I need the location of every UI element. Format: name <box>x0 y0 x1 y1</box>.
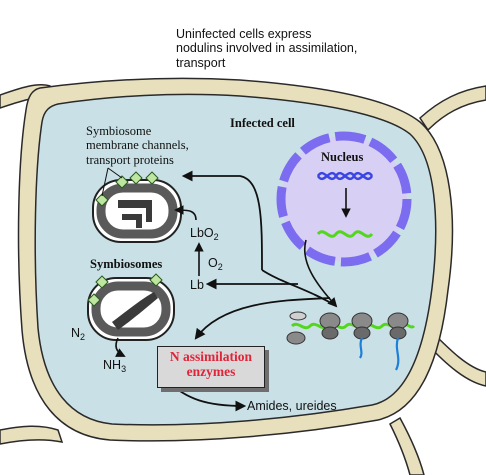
n2-label: N2 <box>71 326 86 342</box>
symbiosome-upper <box>92 171 182 243</box>
infected-cell-label: Infected cell <box>230 116 295 130</box>
uninfected-note-line-2: nodulins involved in assimilation, <box>176 41 358 56</box>
o2-subscript: 2 <box>217 262 223 272</box>
nascent-peptide-2 <box>394 337 400 371</box>
enzymes-line-2: enzymes <box>186 363 236 379</box>
nucleus-label: Nucleus <box>321 150 364 164</box>
membrane-transporters-lower <box>87 273 163 307</box>
nh3-text: NH <box>103 358 122 372</box>
membrane-transporters-upper <box>95 171 159 207</box>
neighbouring-cell-walls <box>0 83 486 475</box>
ribosome-1 <box>319 312 341 340</box>
arrow-to-symbiosome <box>181 170 263 271</box>
symbiosome-channels-label: Symbiosome membrane channels, transport … <box>86 124 189 167</box>
nucleus <box>276 131 412 267</box>
symbiosome-lower <box>87 273 175 341</box>
nh3-subscript: 3 <box>121 364 127 374</box>
arrow-nh3-out <box>114 337 126 357</box>
uninfected-note: Uninfected cells express nodulins involv… <box>176 27 357 70</box>
bacteroid-upper-arm <box>122 214 142 228</box>
lbo2-subscript: 2 <box>213 232 219 242</box>
channels-label-line-2: membrane channels, <box>86 138 189 153</box>
amides-label: Amides, ureides <box>247 399 337 413</box>
free-ribosome-subunits <box>286 311 307 345</box>
nh3-label: NH3 <box>103 358 127 374</box>
o2-label: O2 <box>208 256 223 272</box>
ribosome-2 <box>351 312 373 340</box>
arrow-lbo2-to-symbiosome <box>174 205 197 221</box>
nascent-peptide <box>359 337 364 359</box>
n2-subscript: 2 <box>80 332 86 342</box>
symbiosomes-label: Symbiosomes <box>90 257 163 271</box>
bacteroid-lower <box>112 292 158 330</box>
n-assimilation-enzymes-box: N assimilation enzymes <box>157 346 265 388</box>
export-arrow <box>303 239 338 308</box>
polysome <box>286 311 416 371</box>
dna-strand-2 <box>316 171 374 181</box>
lbo2-text: LbO <box>190 226 214 240</box>
arrow-trunk <box>261 269 337 307</box>
uninfected-note-line-3: transport <box>176 55 226 70</box>
channel-pointer-1 <box>107 167 123 179</box>
channels-label-line-3: transport proteins <box>86 152 174 167</box>
mrna-in-nucleus <box>316 230 374 238</box>
arrow-to-enzymes <box>194 297 331 340</box>
uninfected-note-line-1: Uninfected cells express <box>176 27 312 41</box>
channels-label-line-1: Symbiosome <box>86 124 152 138</box>
ribosome-3 <box>387 312 409 340</box>
channel-pointer-2 <box>101 167 109 197</box>
o2-text: O <box>208 256 218 270</box>
lb-label: Lb <box>190 278 204 292</box>
n2-text: N <box>71 326 81 340</box>
bacteroid-upper <box>118 200 152 222</box>
lbo2-label: LbO2 <box>190 226 219 242</box>
enzymes-line-1: N assimilation <box>169 349 253 364</box>
